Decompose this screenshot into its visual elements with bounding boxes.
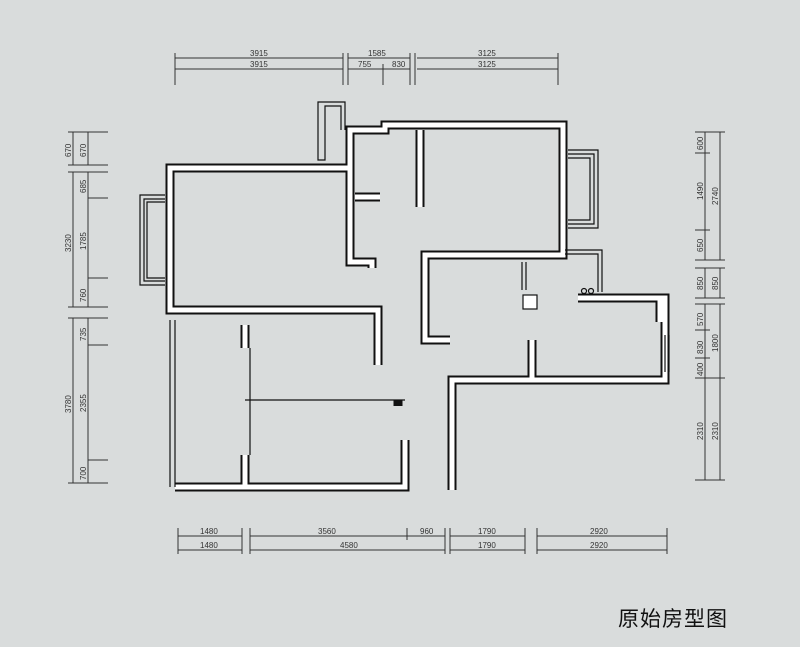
dim-label: 670: [79, 143, 88, 157]
dimension-labels: 3915 1585 3125 3915 755 830 3125 1480 35…: [64, 49, 720, 550]
dim-label: 3125: [478, 60, 496, 69]
dim-label: 755: [358, 60, 372, 69]
walls: [139, 101, 670, 492]
dim-label: 3230: [64, 234, 73, 252]
dim-label: 2740: [711, 187, 720, 205]
dim-label: 850: [711, 276, 720, 290]
dim-label: 1790: [478, 527, 496, 536]
dim-label: 2920: [590, 527, 608, 536]
dim-label: 1585: [368, 49, 386, 58]
dim-label: 3915: [250, 49, 268, 58]
dim-label: 830: [392, 60, 406, 69]
dim-label: 685: [79, 179, 88, 193]
dim-label: 1790: [478, 541, 496, 550]
dim-label: 4580: [340, 541, 358, 550]
dim-label: 2355: [79, 394, 88, 412]
dim-label: 700: [79, 466, 88, 480]
dim-label: 850: [696, 276, 705, 290]
dim-label: 1785: [79, 232, 88, 250]
dim-label: 570: [696, 312, 705, 326]
dim-label: 2310: [696, 422, 705, 440]
dim-label: 400: [696, 362, 705, 376]
dim-label: 3560: [318, 527, 336, 536]
dim-label: 830: [696, 340, 705, 354]
dim-label: 1490: [696, 182, 705, 200]
dim-label: 3780: [64, 395, 73, 413]
dim-label: 735: [79, 327, 88, 341]
dim-label: 1480: [200, 527, 218, 536]
dim-label: 2920: [590, 541, 608, 550]
dim-label: 600: [696, 136, 705, 150]
dim-label: 960: [420, 527, 434, 536]
dim-label: 670: [64, 143, 73, 157]
dim-label: 760: [79, 288, 88, 302]
dim-label: 650: [696, 238, 705, 252]
dim-label: 1480: [200, 541, 218, 550]
dim-label: 3915: [250, 60, 268, 69]
dim-label: 2310: [711, 422, 720, 440]
dimension-lines: [68, 53, 725, 554]
dim-label: 3125: [478, 49, 496, 58]
dim-label: 1800: [711, 334, 720, 352]
plan-title: 原始房型图: [618, 607, 728, 631]
